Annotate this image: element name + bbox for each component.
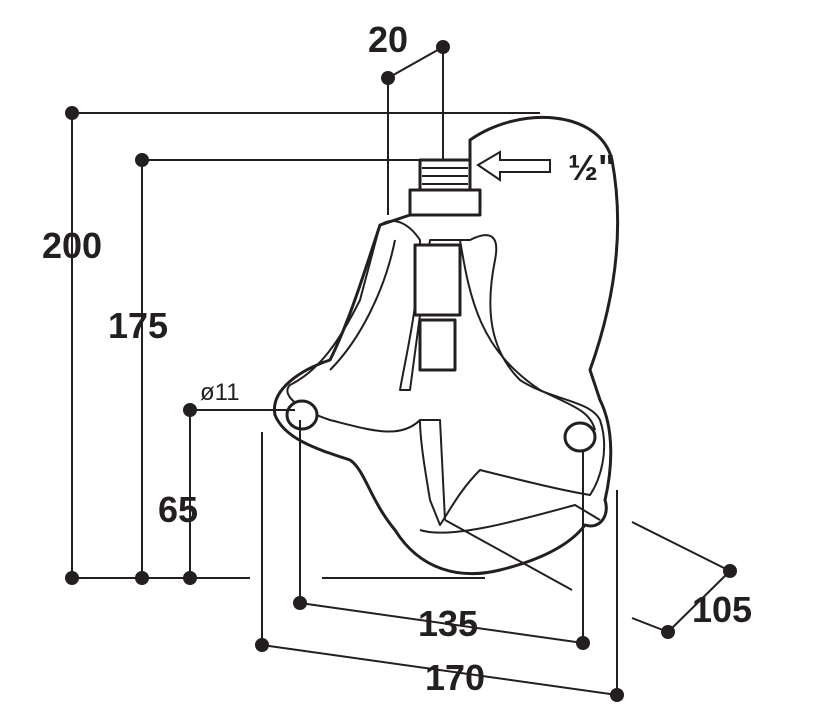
valve-body — [418, 318, 457, 372]
mount-hole-right — [563, 421, 597, 453]
drinking-bowl-outline — [273, 115, 620, 576]
valve-stem — [413, 243, 462, 317]
label-200: 200 — [42, 225, 102, 266]
label-65: 65 — [158, 489, 198, 530]
label-135: 135 — [418, 603, 478, 644]
dimension-lines — [65, 40, 737, 702]
label-105: 105 — [692, 589, 752, 630]
label-170: 170 — [425, 657, 485, 698]
hex-nut — [408, 188, 482, 217]
label-20: 20 — [368, 19, 408, 60]
mount-hole-left — [285, 399, 319, 431]
thread-arrow-icon — [476, 150, 551, 182]
label-hole-diameter: ø11 — [200, 379, 240, 406]
label-175: 175 — [108, 305, 168, 346]
label-thread: ½" — [568, 147, 615, 188]
